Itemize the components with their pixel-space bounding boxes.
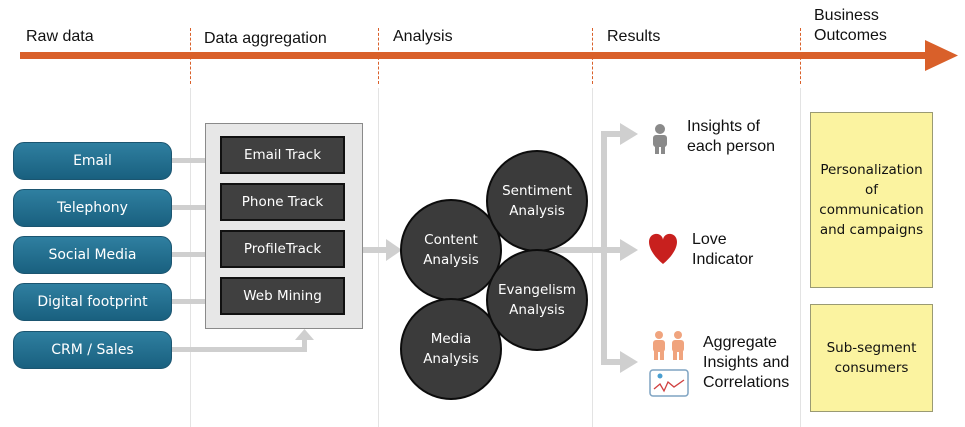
results-branch [601,247,621,253]
source-crm-sales: CRM / Sales [13,331,172,369]
stage-label-business-outcomes: Business Outcomes [814,7,887,44]
stage-label-data-aggregation: Data aggregation [204,30,327,47]
aggregation-phone-track: Phone Track [220,183,345,221]
source-connector [172,158,220,163]
aggregation-profile-track: ProfileTrack [220,230,345,268]
outcome-personalization: Personalization of communication and cam… [810,112,933,288]
outcome-sub-segment: Sub-segment consumers [810,304,933,412]
stage-label-results: Results [607,28,661,45]
source-social-media: Social Media [13,236,172,274]
timeline-arrowhead [925,40,958,71]
result-aggregate-insights: Aggregate Insights and Correlations [703,334,790,391]
aggregation-email-track: Email Track [220,136,345,174]
agg-to-analysis-arrowhead [386,239,402,261]
crm-connector [172,347,307,352]
stage-label-analysis: Analysis [393,28,453,45]
column-divider [800,88,801,427]
column-divider [190,88,191,427]
crm-arrowhead [295,329,314,340]
source-telephony: Telephony [13,189,172,227]
results-branch [601,359,621,365]
analysis-content: Content Analysis [400,199,502,301]
column-divider [378,88,379,427]
result-insights-each-person: Insights of each person [687,118,776,155]
column-divider [592,88,593,427]
aggregation-web-mining: Web Mining [220,277,345,315]
analysis-media: Media Analysis [400,298,502,400]
agg-to-analysis-connector [363,247,387,253]
results-arrowhead [620,239,638,261]
source-connector [172,252,220,257]
analysis-evangelism: Evangelism Analysis [486,249,588,351]
source-email: Email [13,142,172,180]
source-digital-footprint: Digital footprint [13,283,172,321]
source-connector [172,299,220,304]
crm-connector [302,338,307,352]
heart-icon [649,233,677,264]
results-arrowhead [620,123,638,145]
results-branch [601,131,621,137]
result-love-indicator: Love Indicator [692,231,754,268]
person-icon [653,124,667,154]
stage-label-raw-data: Raw data [26,28,94,45]
timeline-arrow [20,52,928,59]
people-chart-icon [649,331,689,397]
results-arrowhead [620,351,638,373]
source-connector [172,205,220,210]
analysis-to-results-connector [550,247,616,253]
